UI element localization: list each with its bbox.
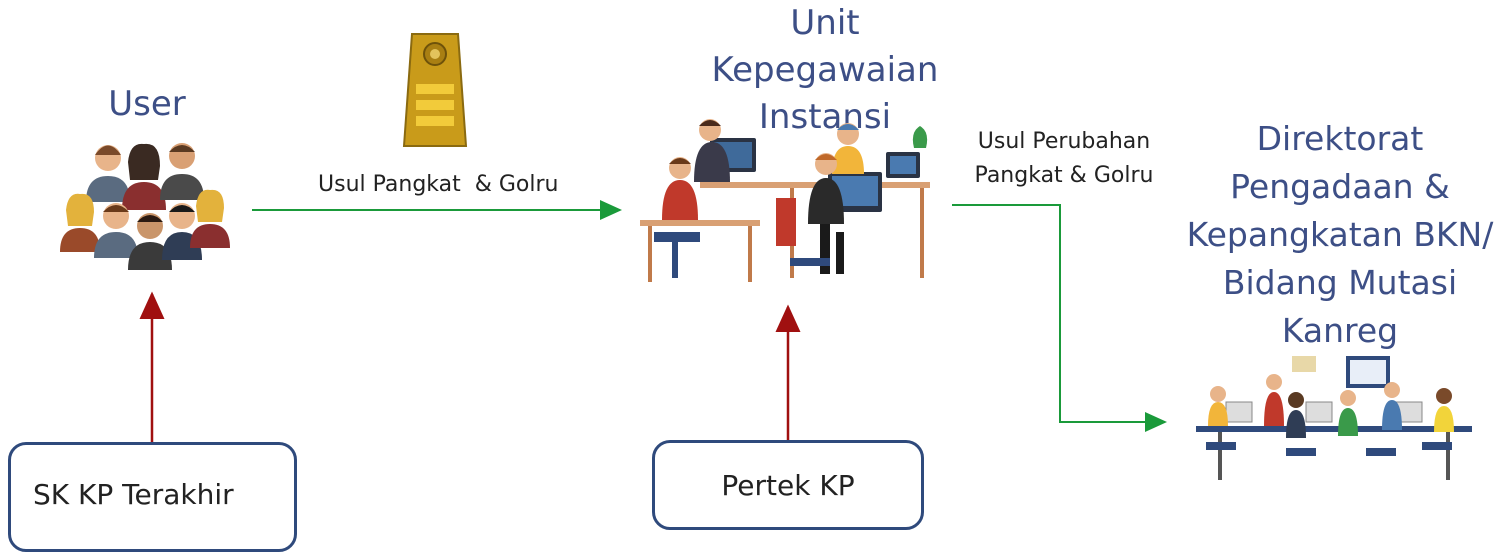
node-title-line: Bidang Mutasi xyxy=(1222,263,1458,302)
person xyxy=(190,189,230,248)
edge-label-usul-perubahan: Usul Perubahan Pangkat & Golru xyxy=(968,125,1160,193)
person xyxy=(60,193,100,252)
node-title-line: Unit xyxy=(790,3,860,43)
diagram-connectors xyxy=(139,200,1167,442)
node-title-unit-kepegawaian: Unit Kepegawaian Instansi xyxy=(690,0,960,141)
office-workers-icon xyxy=(640,119,930,282)
node-title-line: Direktorat xyxy=(1256,119,1424,158)
node-title-line: Pengadaan & xyxy=(1230,167,1450,206)
bkn-office-team-icon xyxy=(1196,356,1472,480)
rank-insignia-icon xyxy=(402,33,468,147)
node-title-line: Kepegawaian xyxy=(711,50,939,90)
node-title-line: Instansi xyxy=(758,97,892,137)
arrow-unit-to-direktorat xyxy=(952,204,1167,432)
person xyxy=(122,143,166,210)
person xyxy=(128,213,172,270)
edge-label-line: Pangkat & Golru xyxy=(974,163,1154,188)
pertek-kp-box: Pertek KP xyxy=(652,440,924,530)
sk-kp-terakhir-box: SK KP Terakhir xyxy=(8,442,297,552)
node-title-direktorat: Direktorat Pengadaan & Kepangkatan BKN/ … xyxy=(1180,115,1500,355)
node-title-line: Kanreg xyxy=(1281,311,1399,350)
person xyxy=(160,143,204,200)
edge-label-usul-pangkat: Usul Pangkat & Golru xyxy=(318,172,559,197)
edge-label-line: Usul Perubahan xyxy=(977,129,1151,154)
pertek-kp-label: Pertek KP xyxy=(721,468,855,502)
sk-kp-terakhir-label: SK KP Terakhir xyxy=(33,477,234,511)
node-title-user: User xyxy=(108,84,186,124)
node-title-line: Kepangkatan BKN/ xyxy=(1186,215,1494,254)
person xyxy=(86,145,130,202)
user-group-icon xyxy=(60,143,230,270)
person xyxy=(94,203,138,258)
